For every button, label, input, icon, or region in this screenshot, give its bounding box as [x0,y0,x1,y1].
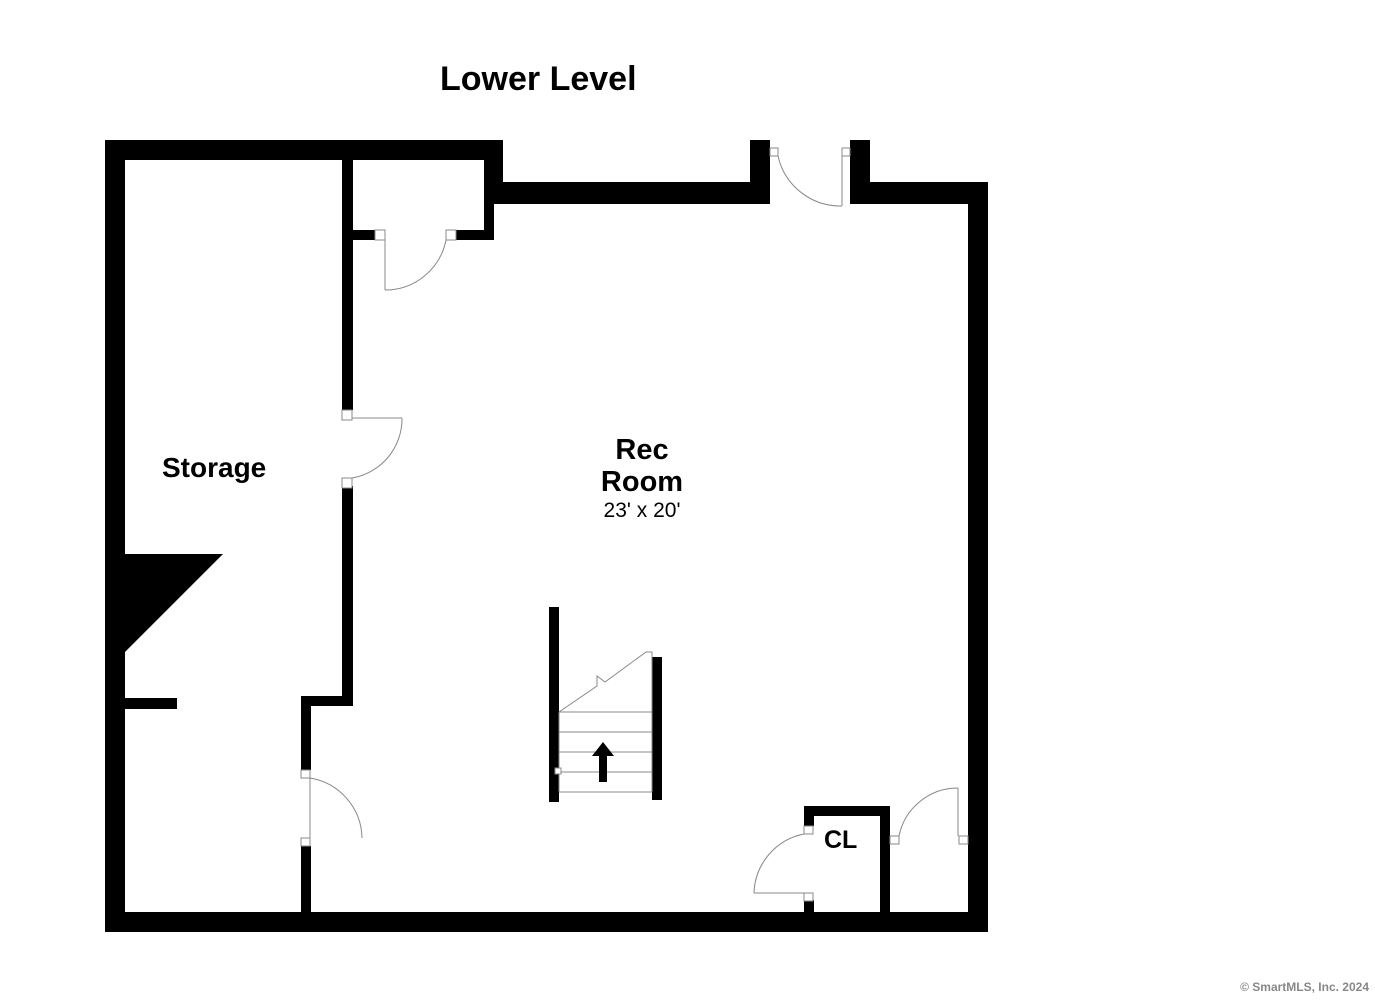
door-jamb-north-left [750,140,770,204]
storage-partition-upper [342,160,353,410]
storage-partition-middle [342,486,353,706]
stair-wall-right [652,657,662,800]
exterior-wall-north-left [105,140,503,160]
north-door-swing [777,155,843,207]
nook-door-hinge-left [374,229,386,241]
storage-partition-lower [301,696,311,770]
room-label-rec-room: Rec Room [596,434,688,498]
storage-partition-jog [301,696,353,706]
stair-up-arrow-icon [592,742,614,782]
rec-room-name-line1: Rec [615,434,669,466]
nook-wall-right [484,160,494,240]
closet-wall-left-upper [804,806,814,826]
room-label-storage: Storage [162,452,267,483]
room-dimensions-rec-room: 23' x 20' [603,499,681,522]
floor-title: Lower Level [440,60,637,98]
exterior-wall-north-right [850,182,988,204]
closet-door-hinge-top [803,825,814,835]
storage-shelf-wall [105,698,177,709]
north-door-hinge [769,147,779,157]
closet-wall-top [804,806,890,816]
east-door-hinge-right [958,835,969,845]
nook-door-hinge-right [445,229,457,241]
nook-wall-bottom-left [342,230,375,240]
room-label-closet: CL [824,826,858,854]
exterior-wall-west [105,140,125,932]
storage-partition-bottom [301,846,311,916]
storage-door-lower-hinge-top [300,769,311,779]
rec-room-name-line2: Room [600,466,684,498]
storage-door-lower-swing [309,777,363,839]
closet-door-swing [753,833,805,894]
storage-chimney-block [125,554,223,652]
stair-newel [554,767,562,775]
stair-outline [558,651,653,792]
staircase [554,651,653,793]
copyright-notice: © SmartMLS, Inc. 2024 [1240,980,1369,994]
exterior-walls [105,140,988,932]
exterior-wall-north-mid [484,182,770,204]
storage-door-lower-hinge-bottom [300,837,311,847]
closet-wall-left-lower [804,900,814,916]
stair-wall-left [549,607,559,802]
exterior-wall-south [105,912,988,932]
closet-door-hinge-bottom [803,892,814,902]
east-door-hinge-left [889,835,900,845]
storage-door-upper-hinge-top [341,409,353,421]
storage-door-upper-swing [351,417,403,479]
nook-wall-bottom-right [455,230,494,240]
north-door-jamb [841,147,851,157]
closet-wall-right [880,806,890,916]
doors [300,147,969,902]
exterior-wall-east [968,182,988,932]
storage-door-upper-hinge-bottom [341,477,353,489]
nook-door-swing [384,239,447,291]
interior-walls [105,160,890,916]
east-door-swing [898,787,959,837]
